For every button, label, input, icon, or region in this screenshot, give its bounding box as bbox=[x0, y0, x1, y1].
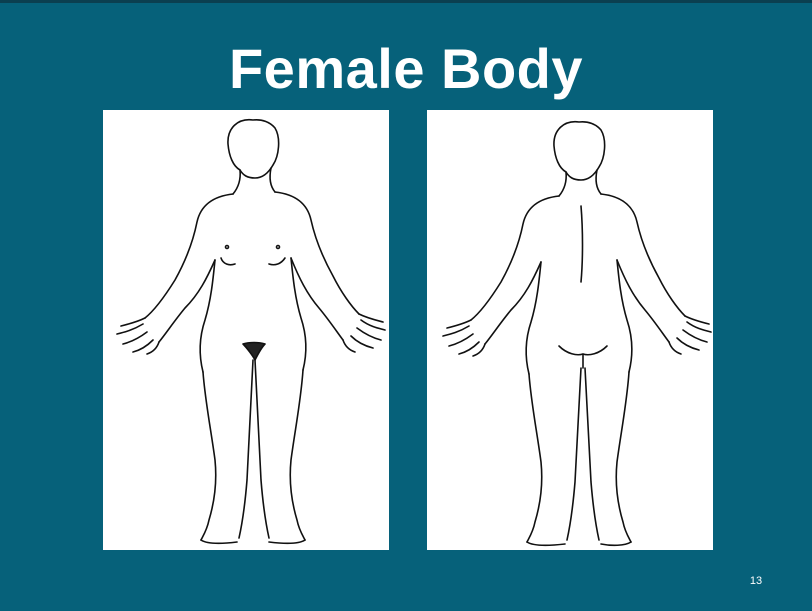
back-body-panel bbox=[427, 110, 713, 550]
female-body-front-icon bbox=[103, 110, 389, 550]
slide-number: 13 bbox=[736, 575, 776, 587]
front-body-panel bbox=[103, 110, 389, 550]
slide-top-edge bbox=[0, 0, 812, 3]
slide-title: Female Body bbox=[0, 34, 812, 104]
female-body-back-icon bbox=[427, 110, 713, 550]
